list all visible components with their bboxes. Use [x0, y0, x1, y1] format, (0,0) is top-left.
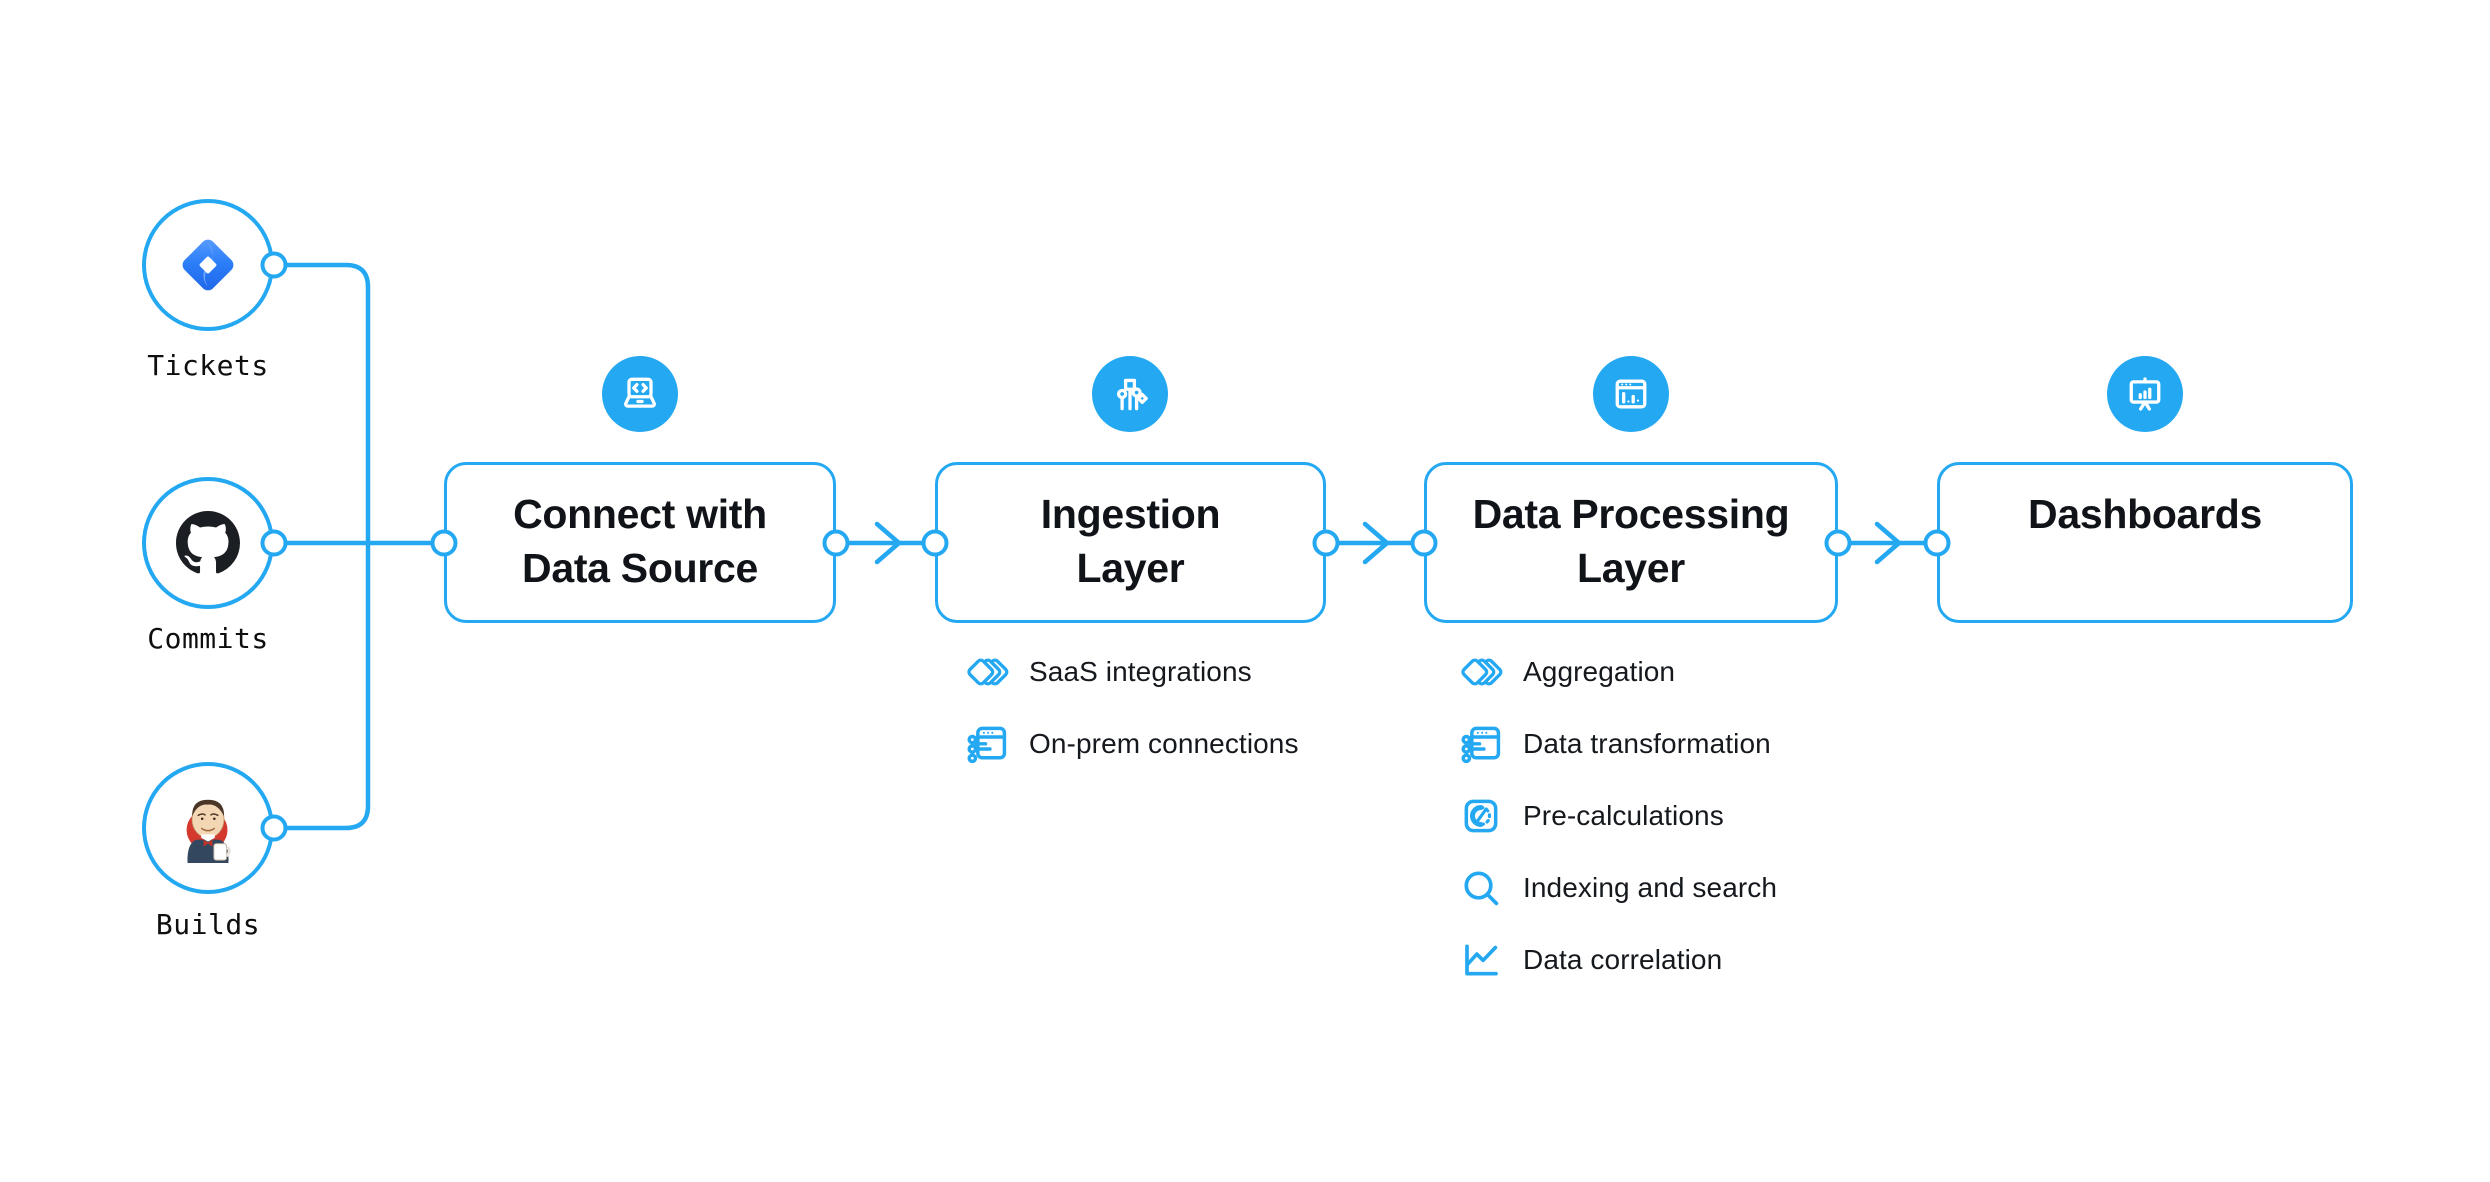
- list-item: Pre-calculations: [1458, 780, 1777, 852]
- stage-title-line1: Connect with: [513, 491, 767, 537]
- stage-title-line2: Layer: [1577, 545, 1685, 591]
- processing-feature-list: Aggregation Data transformation: [1458, 636, 1777, 996]
- stage-box-connect: Connect with Data Source: [444, 462, 836, 623]
- stage-title-line2: Layer: [1076, 545, 1185, 591]
- stacked-diamonds-icon: [964, 649, 1010, 695]
- circuit-icon: [1116, 378, 1148, 411]
- source-label-tickets: Tickets: [147, 349, 269, 382]
- stage-box-processing: Data Processing Layer: [1424, 462, 1838, 623]
- feature-label: Data correlation: [1523, 944, 1723, 975]
- stacked-diamonds-icon: [1458, 649, 1504, 695]
- stage-title-line2: Data Source: [522, 545, 758, 591]
- stage-title: Dashboards: [1940, 487, 2350, 541]
- source-label-commits: Commits: [147, 622, 269, 655]
- arrowhead-icon: [874, 521, 902, 565]
- badge-ingestion: [1092, 356, 1168, 432]
- badge-connect: [602, 356, 678, 432]
- list-item: Indexing and search: [1458, 852, 1777, 924]
- list-item: Aggregation: [1458, 636, 1777, 708]
- feature-label: Indexing and search: [1523, 872, 1778, 903]
- stage-title: Data Processing Layer: [1427, 487, 1835, 595]
- list-item: SaaS integrations: [964, 636, 1299, 708]
- source-node-commits: [142, 477, 274, 609]
- arrowhead-icon: [1362, 521, 1390, 565]
- jira-icon: [182, 239, 234, 291]
- server-connections-icon: [964, 721, 1010, 767]
- trend-line-icon: [1458, 937, 1504, 983]
- gauge-icon: [1458, 793, 1504, 839]
- source-node-builds: [142, 762, 274, 894]
- arrowhead-icon: [1874, 521, 1902, 565]
- stage-title-line1: Ingestion: [1040, 491, 1221, 537]
- bracket-line: [283, 262, 371, 831]
- jenkins-icon: [186, 799, 231, 864]
- list-item: Data correlation: [1458, 924, 1777, 996]
- server-connections-icon: [1458, 721, 1504, 767]
- feature-label: Aggregation: [1523, 656, 1676, 687]
- stage-box-dashboards: Dashboards: [1937, 462, 2353, 623]
- stage-title: Ingestion Layer: [938, 487, 1323, 595]
- window-chart-icon: [1615, 379, 1647, 409]
- ingestion-feature-list: SaaS integrations On-prem conne: [964, 636, 1299, 780]
- github-icon: [176, 511, 240, 574]
- badge-processing: [1593, 356, 1669, 432]
- feature-label: SaaS integrations: [1029, 656, 1252, 687]
- stage-box-ingestion: Ingestion Layer: [935, 462, 1326, 623]
- stage-title-line1: Dashboards: [2028, 491, 2262, 537]
- source-node-tickets: [142, 199, 274, 331]
- magnifier-icon: [1458, 865, 1504, 911]
- feature-label: Pre-calculations: [1523, 800, 1724, 831]
- list-item: Data transformation: [1458, 708, 1777, 780]
- stage-title: Connect with Data Source: [447, 487, 833, 595]
- laptop-code-icon: [624, 377, 656, 408]
- list-item: On-prem connections: [964, 708, 1299, 780]
- feature-label: On-prem connections: [1029, 728, 1299, 759]
- stage-title-line1: Data Processing: [1472, 491, 1790, 537]
- badge-dashboards: [2107, 356, 2183, 432]
- presentation-chart-icon: [2129, 377, 2161, 411]
- source-label-builds: Builds: [155, 908, 261, 941]
- feature-label: Data transformation: [1523, 728, 1771, 759]
